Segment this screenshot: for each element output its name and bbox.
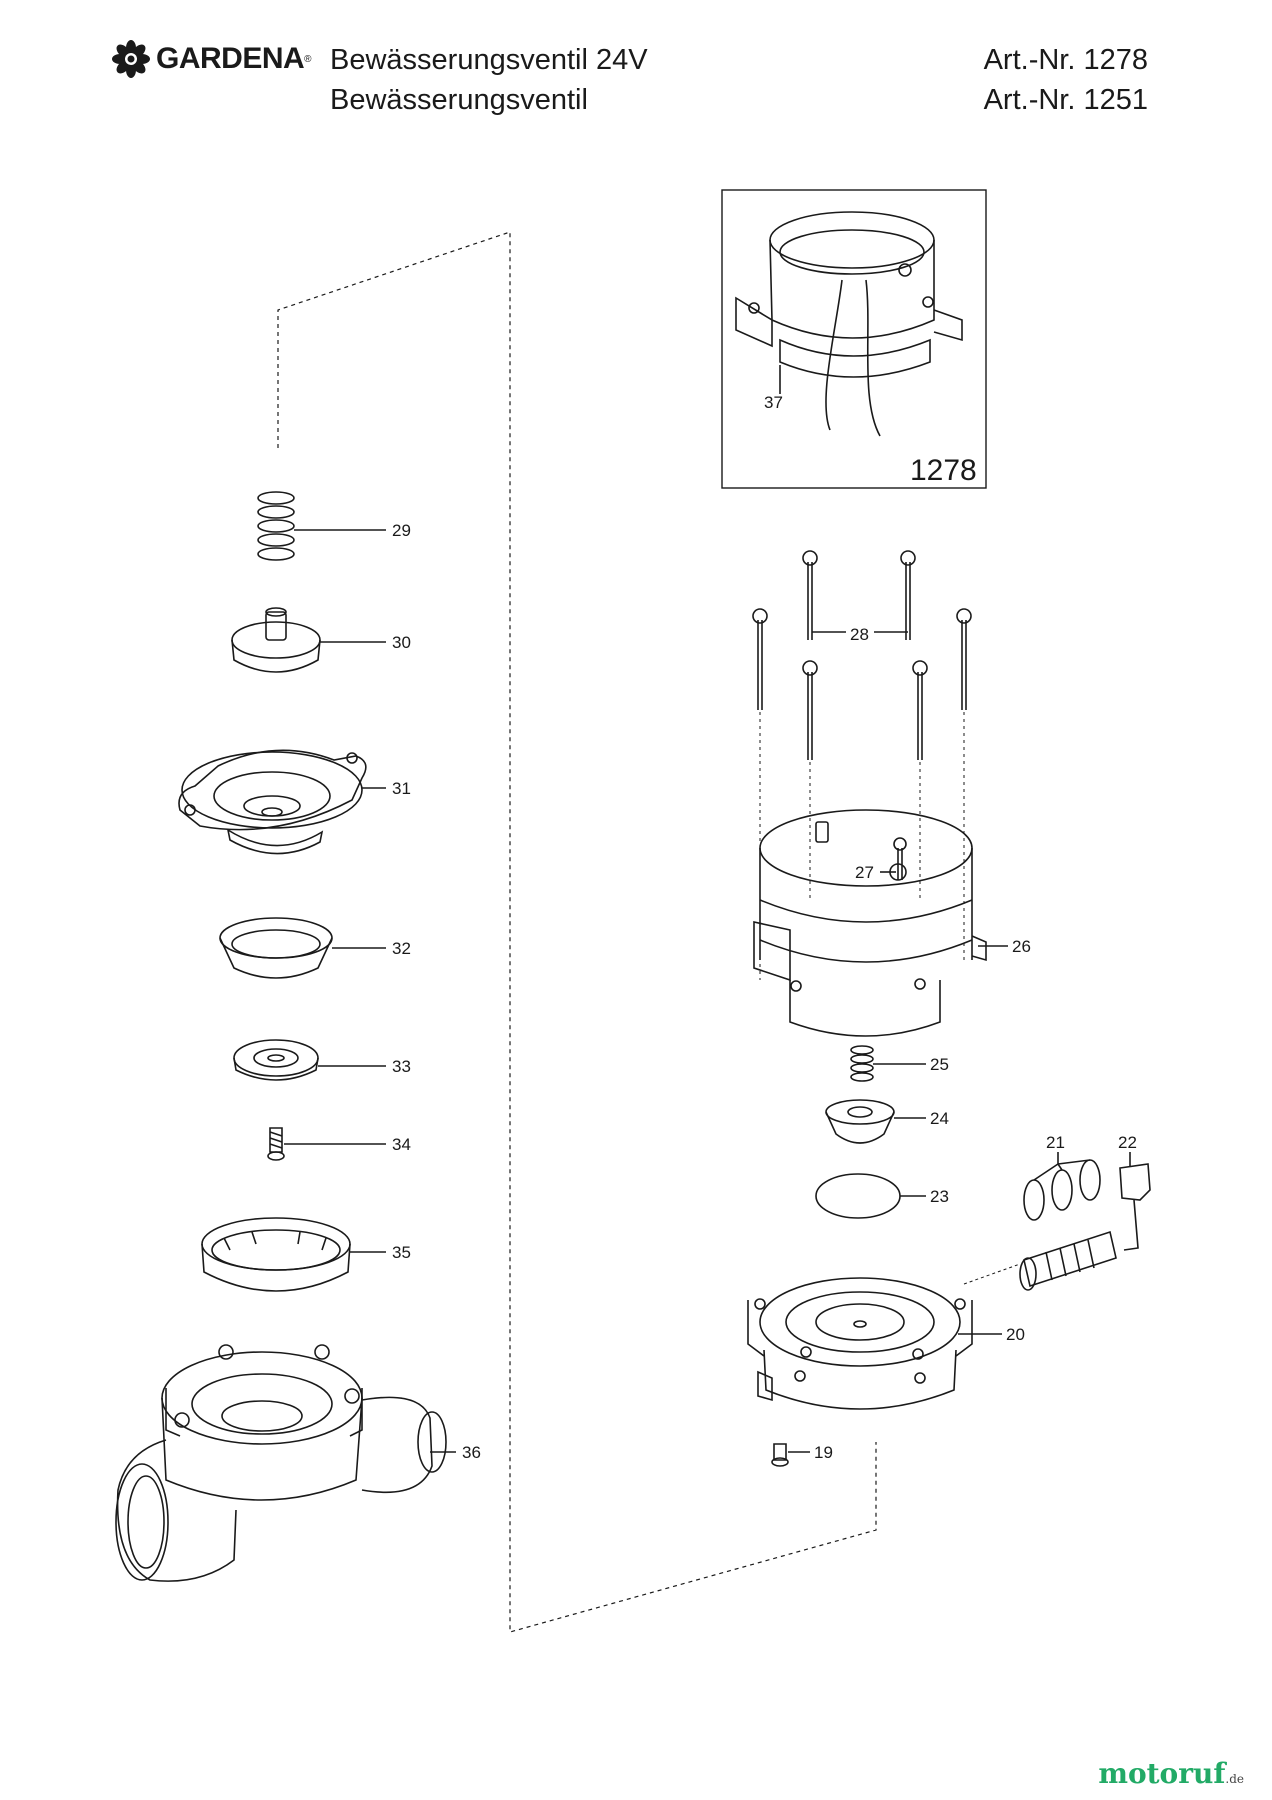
- label-23: 23: [930, 1187, 949, 1206]
- label-35: 35: [392, 1243, 411, 1262]
- inset-label: 1278: [910, 454, 977, 487]
- diaphragm-housing-31: [178, 749, 367, 855]
- bonnet-20: [747, 1277, 973, 1410]
- cover-26: [753, 809, 987, 1037]
- label-34: 34: [392, 1135, 411, 1154]
- screw-34: [267, 1127, 285, 1161]
- label-31: 31: [392, 779, 411, 798]
- plunger-24: [825, 1099, 895, 1144]
- registered-mark: ®: [304, 53, 312, 65]
- brand-name: GARDENA: [156, 42, 305, 75]
- label-30: 30: [392, 633, 411, 652]
- gardena-logo: GARDENA®: [112, 40, 312, 78]
- axis-line-21: [963, 1263, 1021, 1285]
- watermark-text: motoruf: [1098, 1757, 1226, 1790]
- label-25: 25: [930, 1055, 949, 1074]
- product-title-1: Bewässerungsventil 24V: [330, 44, 648, 76]
- label-19: 19: [814, 1443, 833, 1462]
- lever-22: [1119, 1163, 1151, 1251]
- assembly-dashed-line: [277, 231, 877, 1633]
- product-title-2: Bewässerungsventil: [330, 84, 588, 116]
- label-28: 28: [850, 625, 869, 644]
- label-32: 32: [392, 939, 411, 958]
- spring-29: [257, 491, 295, 561]
- label-27: 27: [855, 863, 874, 882]
- screw-19: [771, 1443, 789, 1467]
- label-21: 21: [1046, 1133, 1065, 1152]
- article-number-2: Art.-Nr. 1251: [983, 84, 1148, 116]
- membrane-23: [815, 1173, 901, 1219]
- spring-25: [850, 1045, 874, 1082]
- bleed-screw-assembly: [1019, 1230, 1117, 1291]
- label-29: 29: [392, 521, 411, 540]
- page-header: GARDENA® Bewässerungsventil 24V Bewässer…: [0, 0, 1272, 130]
- retaining-ring-35: [201, 1217, 351, 1292]
- label-36: 36: [462, 1443, 481, 1462]
- inset-box-1278: [721, 189, 987, 489]
- watermark: motoruf.de: [1098, 1757, 1244, 1790]
- flower-icon: [112, 40, 150, 78]
- label-37: 37: [764, 393, 783, 412]
- valve-body-36: [115, 1344, 447, 1582]
- label-33: 33: [392, 1057, 411, 1076]
- screw-27: [893, 837, 907, 880]
- ring-32: [219, 917, 333, 979]
- valve-cap-30: [231, 607, 321, 673]
- screws-28: [752, 550, 972, 760]
- label-22: 22: [1118, 1133, 1137, 1152]
- label-20: 20: [1006, 1325, 1025, 1344]
- article-number-1: Art.-Nr. 1278: [983, 44, 1148, 76]
- solenoid-coil-37: [735, 211, 963, 437]
- label-24: 24: [930, 1109, 949, 1128]
- label-26: 26: [1012, 937, 1031, 956]
- leader-21: [1033, 1152, 1091, 1181]
- disc-33: [233, 1039, 319, 1081]
- watermark-suffix: .de: [1225, 1772, 1244, 1786]
